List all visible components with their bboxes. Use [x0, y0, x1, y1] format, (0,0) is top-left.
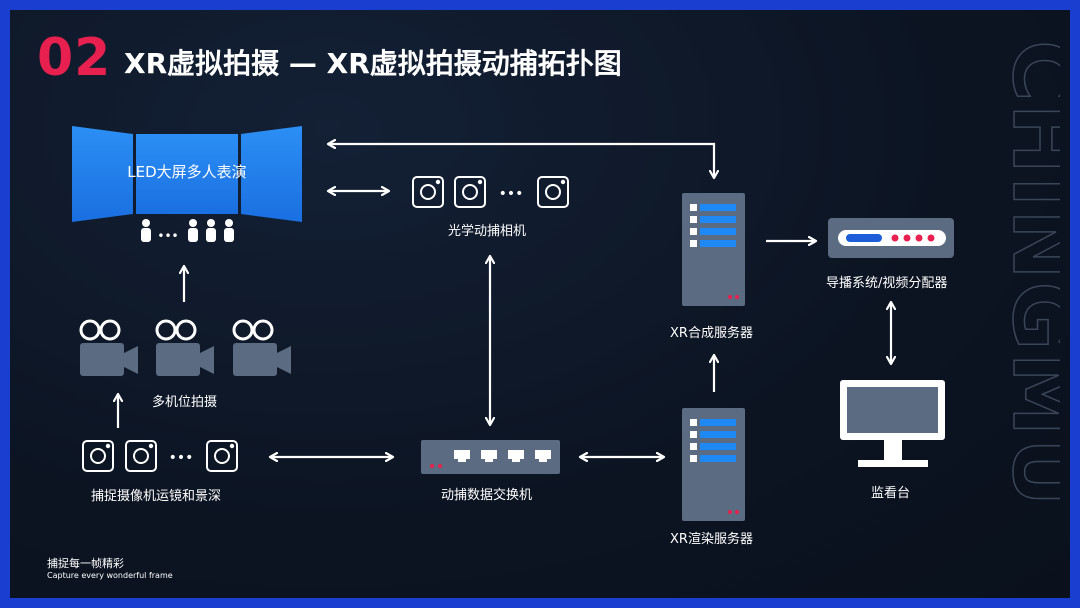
monitor-label: 监看台 — [871, 486, 911, 501]
led-screen-text: LED大屏多人表演 — [127, 163, 246, 181]
section-number: 02 — [37, 28, 112, 88]
film-camera-icon — [155, 319, 214, 376]
svg-text:CHINGMU: CHINGMU — [994, 40, 1060, 508]
mocap-switch-icon — [421, 440, 560, 474]
film-camera-icon — [232, 319, 291, 376]
topology-diagram: LED大屏多人表演 ••• — [72, 126, 954, 521]
mocap-switch-label: 动捕数据交换机 — [441, 488, 533, 503]
performers-dots: ••• — [157, 229, 178, 243]
xr-render-server-label: XR渲染服务器 — [670, 532, 753, 547]
optical-camera-icons — [412, 176, 569, 208]
optical-cameras-label: 光学动捕相机 — [448, 224, 527, 239]
led-screen: LED大屏多人表演 — [72, 126, 302, 222]
footer-tagline-en: Capture every wonderful frame — [47, 571, 173, 580]
director-system-label: 导播系统/视频分配器 — [826, 276, 948, 291]
person-icon — [141, 219, 151, 242]
chingmu-watermark: CHINGMU — [993, 39, 1060, 509]
person-icon — [206, 219, 216, 242]
xr-compositing-server-label: XR合成服务器 — [670, 326, 753, 341]
tracking-camera-icons — [82, 440, 238, 472]
arrow-screen-to-compositing — [328, 144, 714, 178]
xr-compositing-server-icon — [682, 193, 745, 306]
optical-cameras-dots: ••• — [499, 186, 524, 202]
monitor-icon — [840, 380, 945, 467]
camera-icon — [412, 176, 444, 208]
camera-icon — [206, 440, 238, 472]
multi-camera-label: 多机位拍摄 — [152, 395, 218, 410]
performers-icon: ••• — [141, 219, 234, 243]
film-camera-icon — [79, 319, 138, 376]
camera-icon — [537, 176, 569, 208]
camera-icon — [125, 440, 157, 472]
director-system-icon — [828, 218, 954, 258]
person-icon — [188, 219, 198, 242]
xr-render-server-icon — [682, 408, 745, 521]
camera-icon — [82, 440, 114, 472]
camera-icon — [454, 176, 486, 208]
person-icon — [224, 219, 234, 242]
page-title: XR虚拟拍摄 — XR虚拟拍摄动捕拓扑图 — [124, 47, 622, 80]
slide: 02 XR虚拟拍摄 — XR虚拟拍摄动捕拓扑图 CHINGMU LED大屏多人表… — [10, 10, 1070, 598]
tracking-cameras-label: 捕捉摄像机运镜和景深 — [91, 489, 222, 504]
tracking-cameras-dots: ••• — [169, 450, 194, 466]
footer-tagline-cn: 捕捉每一帧精彩 — [47, 557, 124, 570]
